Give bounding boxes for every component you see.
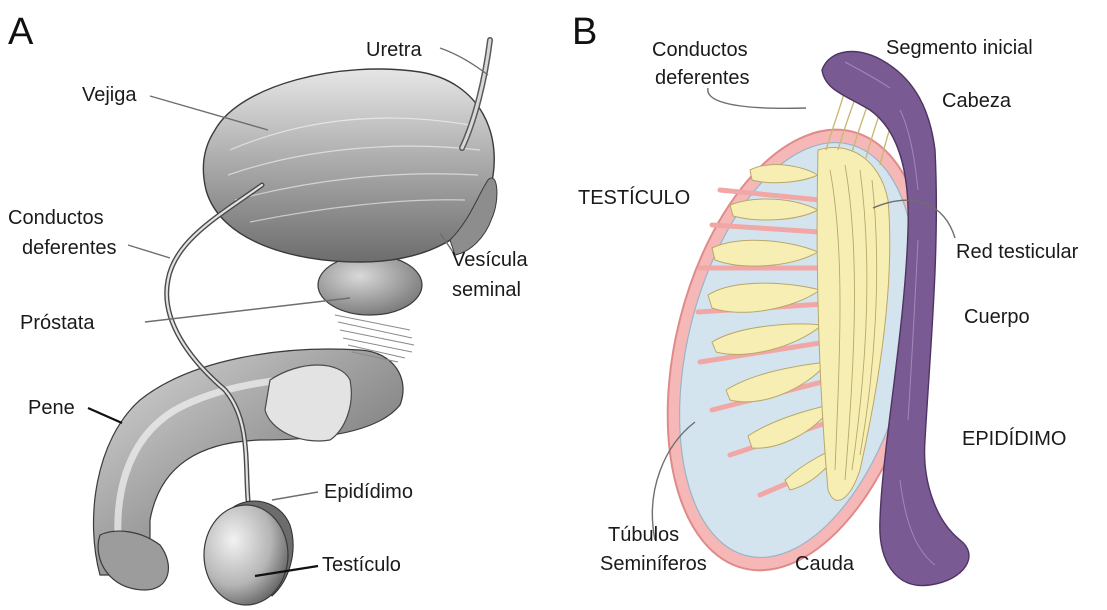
label-segmento-inicial: Segmento inicial (886, 37, 1033, 59)
label-tubulos-2: Seminíferos (600, 553, 707, 575)
label-prostata: Próstata (20, 312, 95, 334)
leader-epididimo-a (272, 492, 318, 500)
label-epididimo-a: Epidídimo (324, 481, 413, 503)
leader-pene (88, 408, 122, 423)
bladder-shape (203, 69, 494, 262)
panel-b: B (572, 11, 1079, 598)
label-conductos-a-2: deferentes (22, 237, 117, 259)
label-cabeza: Cabeza (942, 90, 1012, 112)
label-conductos-b-1: Conductos (652, 39, 748, 61)
label-conductos-b-2: deferentes (655, 67, 750, 89)
leader-uretra (440, 48, 488, 75)
panel-a-letter: A (8, 11, 34, 53)
label-cuerpo: Cuerpo (964, 306, 1030, 328)
testicle-a-shape (204, 505, 288, 605)
leader-conductos-a (128, 245, 170, 258)
label-tubulos-1: Túbulos (608, 524, 679, 546)
label-cauda: Cauda (795, 553, 855, 575)
label-conductos-a-1: Conductos (8, 207, 104, 229)
leader-conductos-b (708, 88, 806, 108)
label-uretra: Uretra (366, 39, 422, 61)
label-testiculo-a: Testículo (322, 554, 401, 576)
glans-shape (98, 531, 168, 590)
label-vesicula-2: seminal (452, 279, 521, 301)
label-red-testicular: Red testicular (956, 241, 1079, 263)
label-testiculo-b: TESTÍCULO (578, 186, 690, 209)
prostate-shape (318, 255, 422, 315)
label-vejiga: Vejiga (82, 84, 137, 106)
panel-b-letter: B (572, 11, 597, 53)
label-epididimo-b: EPIDÍDIMO (962, 427, 1066, 450)
label-vesicula-1: Vesícula (452, 249, 528, 271)
panel-a: A (8, 11, 528, 605)
leader-prostata (145, 298, 350, 322)
label-pene: Pene (28, 397, 75, 419)
